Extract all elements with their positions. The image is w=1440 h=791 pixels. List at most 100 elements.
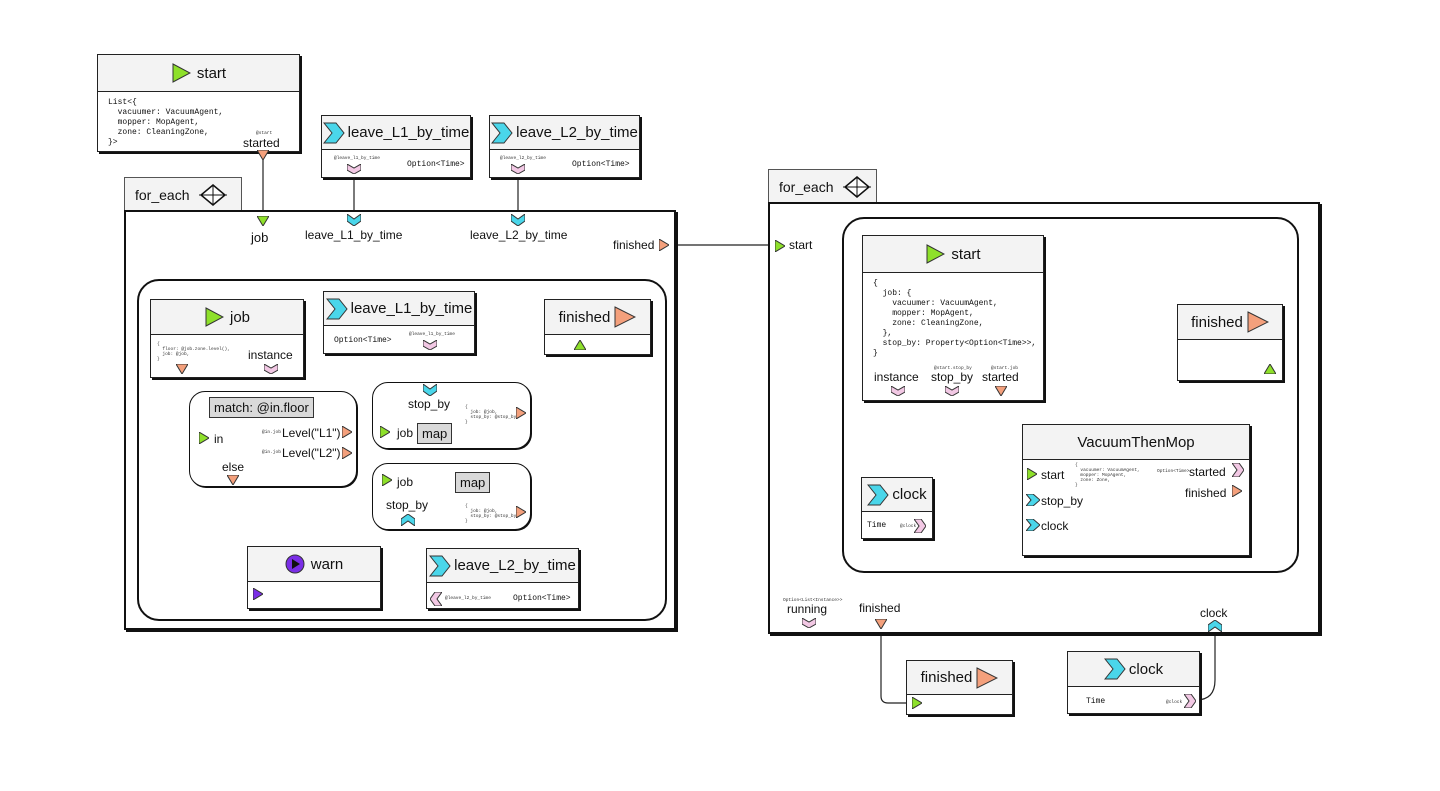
leave-l2-type: Option<Time> [572, 160, 630, 169]
foreach2-start-port[interactable] [775, 240, 785, 252]
chevron-icon [1103, 658, 1126, 680]
started-port-label: started [243, 136, 280, 150]
bottom-clock-node[interactable]: clock Time @clock [1067, 651, 1200, 714]
foreach1-job-port[interactable] [257, 216, 269, 226]
leave-l1-title: leave_L1_by_time [347, 124, 470, 141]
leave-l1-node[interactable]: leave_L1_by_time @leave_l1_by_time Optio… [321, 115, 471, 178]
vtm-stop-by-port[interactable] [1026, 494, 1040, 506]
map1-stop-by-port[interactable] [423, 384, 437, 396]
map1-out-port[interactable] [516, 407, 526, 419]
f2-start-started: started [982, 370, 1019, 384]
vtm-clock-port[interactable] [1026, 519, 1040, 531]
foreach1-tab[interactable]: for_each [124, 177, 242, 211]
map2-job-port[interactable] [382, 474, 392, 486]
chevron-icon [429, 555, 451, 577]
start-node-code: List<{ vacuumer: VacuumAgent, mopper: Mo… [108, 98, 224, 147]
warn-in-port[interactable] [253, 588, 263, 600]
f2-start-instance: instance [874, 370, 919, 384]
play-icon [171, 63, 191, 83]
f2-stop-by-port[interactable] [945, 386, 959, 396]
chevron-icon [325, 298, 348, 320]
map2-out-port[interactable] [516, 506, 526, 518]
finished-triangle-icon [976, 666, 999, 689]
bottom-finished-node[interactable]: finished [906, 660, 1013, 715]
match-node[interactable]: match: @in.floor in @in.job Level("L1") … [189, 391, 357, 487]
vtm-in-start: start [1041, 468, 1065, 482]
f2-finished-port[interactable] [1264, 364, 1276, 374]
bottom-clock-out-port[interactable] [1184, 694, 1196, 708]
vtm-in-clock: clock [1041, 519, 1069, 533]
instance-port[interactable] [264, 364, 278, 374]
vtm-title: VacuumThenMop [1077, 433, 1195, 451]
leave-l2-title: leave_L2_by_time [516, 124, 638, 141]
chevron-icon [322, 122, 345, 144]
match-l1-port[interactable] [342, 426, 352, 438]
match-tiny-2: @in.job [262, 450, 281, 455]
f2-instance-port[interactable] [891, 386, 905, 396]
match-else-port[interactable] [227, 475, 239, 485]
foreach1-l1-port[interactable] [347, 214, 361, 226]
match-in-port[interactable] [199, 432, 209, 444]
f2-running-label: running [787, 602, 828, 616]
leave-l1-type: Option<Time> [407, 160, 465, 169]
inner-leave-l1-title: leave_L1_by_time [350, 300, 473, 317]
warn-node[interactable]: warn [247, 546, 381, 609]
map2-stop-by-port[interactable] [401, 514, 415, 526]
foreach1-l2-label: leave_L2_by_time [470, 228, 568, 242]
for-each-icon [843, 175, 872, 199]
map1-job-port[interactable] [380, 426, 390, 438]
started-port[interactable] [257, 150, 269, 160]
f2-clock-out-port[interactable] [914, 519, 926, 533]
vtm-finished-port[interactable] [1232, 485, 1242, 497]
f2-start-tiny3: @start.job [991, 366, 1019, 371]
job-out-port[interactable] [176, 364, 188, 374]
job-node[interactable]: job { floor: @job.zone.level(), job: @jo… [150, 299, 304, 378]
f2-running-port[interactable] [802, 618, 816, 628]
started-tiny: @start [256, 131, 273, 136]
f2-finished-out-port[interactable] [875, 619, 887, 629]
foreach1-l2-port[interactable] [511, 214, 525, 226]
leave-l2-port[interactable] [511, 164, 525, 174]
f2-clock-type: Time [867, 521, 887, 530]
f2-finished-title: finished [1191, 313, 1243, 331]
foreach2-tab[interactable]: for_each [768, 169, 877, 203]
vtm-started-port[interactable] [1232, 463, 1244, 477]
bottom-finished-title: finished [920, 669, 973, 686]
foreach1-finished-label: finished [613, 238, 655, 252]
map2-code: { job: @job, stop_by: @stop_by, } [465, 504, 520, 524]
f2-started-port[interactable] [995, 386, 1007, 396]
map1-button[interactable]: map [417, 423, 453, 444]
bottom-finished-in-port[interactable] [912, 697, 922, 709]
inner-leave-l2-port[interactable] [430, 592, 442, 606]
inner-leave-l1-tiny: @leave_l1_by_time [409, 332, 455, 337]
inner-finished-title: finished [558, 308, 611, 326]
leave-l2-tiny: @leave_l2_by_time [500, 156, 546, 161]
inner-leave-l2-node[interactable]: leave_L2_by_time @leave_l2_by_time Optio… [426, 548, 579, 609]
for-each-icon [199, 183, 228, 207]
f2-start-code: { job: { vacuumer: VacuumAgent, mopper: … [873, 279, 1037, 358]
map2-job: job [397, 475, 414, 489]
map1-node[interactable]: stop_by job map { job: @job, stop_by: @s… [372, 382, 531, 449]
f2-finished-node[interactable]: finished [1177, 304, 1283, 381]
foreach1-finished-port[interactable] [659, 239, 669, 251]
match-l2-port[interactable] [342, 447, 352, 459]
start-node[interactable]: start List<{ vacuumer: VacuumAgent, mopp… [97, 54, 300, 152]
f2-start-node[interactable]: start { job: { vacuumer: VacuumAgent, mo… [862, 235, 1044, 401]
match-in-label: in [214, 432, 224, 446]
foreach1-l1-label: leave_L1_by_time [305, 228, 403, 242]
map2-button[interactable]: map [455, 472, 491, 493]
leave-l2-node[interactable]: leave_L2_by_time @leave_l2_by_time Optio… [489, 115, 640, 178]
inner-leave-l2-type: Option<Time> [513, 594, 571, 603]
leave-l1-port[interactable] [347, 164, 361, 174]
map2-node[interactable]: job map stop_by { job: @job, stop_by: @s… [372, 463, 531, 530]
finished-triangle-icon [614, 306, 637, 328]
inner-leave-l1-type: Option<Time> [334, 336, 392, 345]
inner-leave-l1-port[interactable] [423, 340, 437, 350]
vtm-start-port[interactable] [1027, 468, 1037, 480]
inner-finished-node[interactable]: finished [544, 299, 651, 355]
f2-clock-in-port[interactable] [1208, 620, 1222, 632]
vtm-node[interactable]: VacuumThenMop start { vacuumer: VacuumAg… [1022, 424, 1250, 556]
match-else: else [222, 460, 245, 474]
inner-finished-port[interactable] [574, 340, 586, 350]
inner-leave-l1-node[interactable]: leave_L1_by_time Option<Time> @leave_l1_… [323, 291, 475, 354]
